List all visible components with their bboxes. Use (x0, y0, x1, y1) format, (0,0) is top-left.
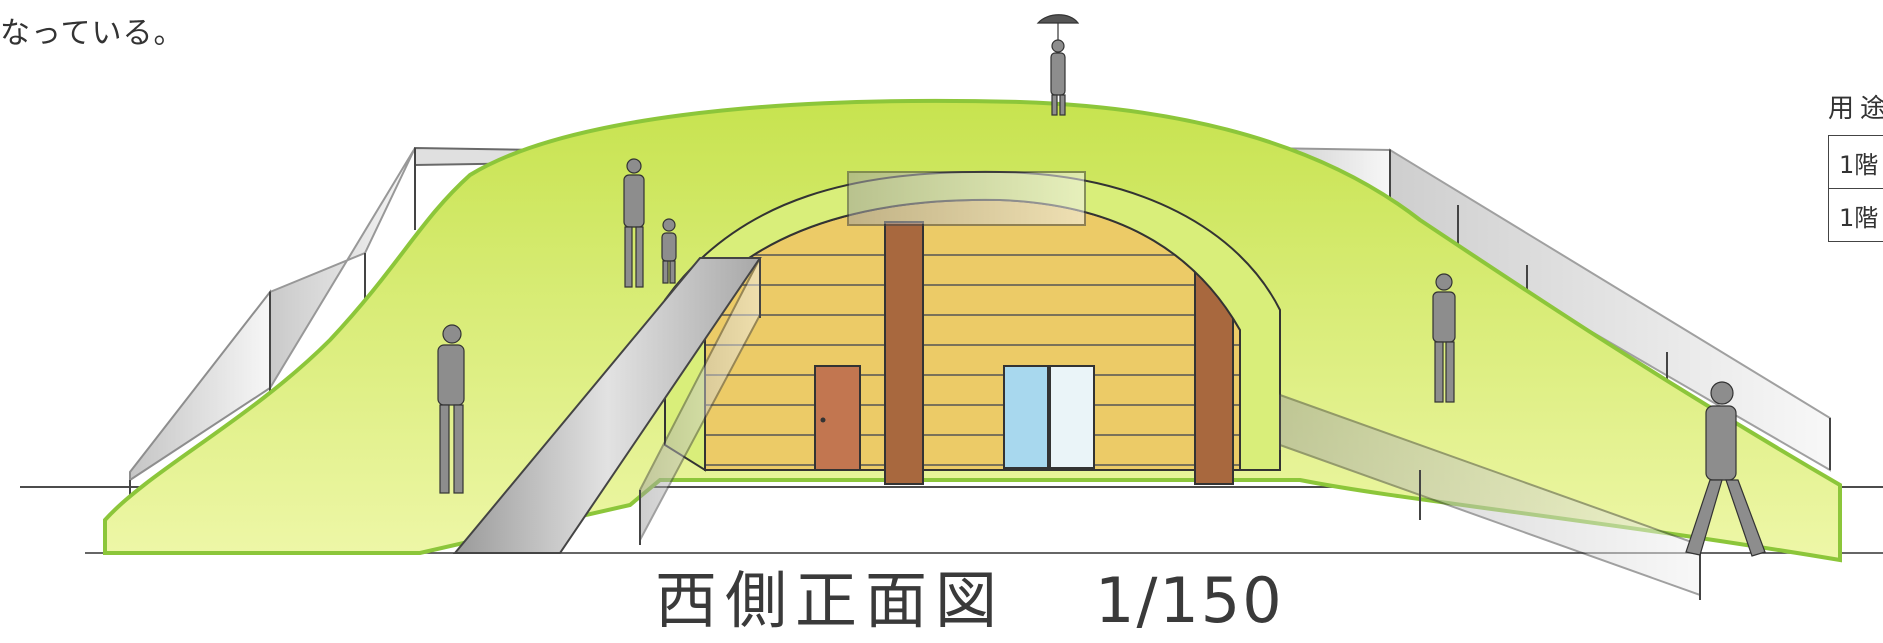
drawing-title-text: 西側正面図 (655, 564, 1006, 637)
person-standing-left (437, 324, 465, 494)
person-with-umbrella (1036, 14, 1080, 116)
top-caption: なっている。 (0, 16, 185, 51)
door-knob (820, 417, 826, 423)
adult-with-child (623, 158, 677, 288)
glass-door-left (1003, 365, 1049, 469)
drawing-title: 西側正面図 1/150 (655, 550, 1284, 640)
side-table-heading: 用途 (1828, 94, 1883, 124)
table-cell: 1階 (1828, 188, 1883, 242)
table-row: 1階 (1828, 188, 1883, 242)
side-table: 1階 1階 (1828, 135, 1883, 242)
arch-top-railing (847, 171, 1086, 226)
person-walking-front (1685, 381, 1766, 557)
glass-door-right (1049, 365, 1095, 469)
facade-siding-lines (706, 254, 1240, 466)
slide (452, 257, 762, 554)
drawing-scale: 1/150 (1095, 564, 1284, 637)
person-walking-slope (1432, 273, 1456, 403)
front-railing-left (639, 257, 761, 545)
table-cell: 1階 (1828, 135, 1883, 189)
wood-column-left (884, 221, 924, 485)
table-row: 1階 (1828, 135, 1883, 189)
